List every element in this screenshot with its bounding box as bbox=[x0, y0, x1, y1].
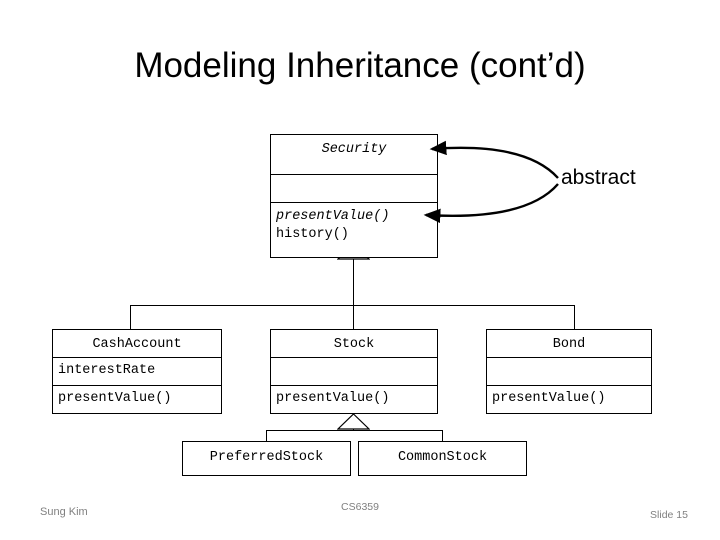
uml-operations-bond: presentValue() bbox=[487, 386, 651, 413]
generalization-stem-security bbox=[353, 258, 354, 305]
footer-author: Sung Kim bbox=[40, 506, 88, 518]
generalization-triangle-stock bbox=[337, 413, 370, 430]
page-title: Modeling Inheritance (cont’d) bbox=[134, 46, 586, 85]
footer-slide-number: Slide 15 bbox=[650, 509, 688, 521]
uml-class-security[interactable]: Security presentValue() history() bbox=[270, 134, 438, 258]
uml-attributes-stock bbox=[271, 358, 437, 386]
generalization-drop-cashaccount bbox=[130, 305, 131, 329]
uml-class-name-preferredstock: PreferredStock bbox=[209, 450, 324, 465]
uml-class-preferredstock[interactable]: PreferredStock bbox=[182, 441, 351, 476]
uml-class-name-bond: Bond bbox=[487, 330, 651, 358]
generalization-drop-stock bbox=[353, 305, 354, 329]
generalization-bus-stock bbox=[266, 430, 443, 431]
uml-class-bond[interactable]: Bond presentValue() bbox=[486, 329, 652, 414]
generalization-drop-commonstock bbox=[442, 430, 443, 441]
uml-operation-cashaccount-presentvalue: presentValue() bbox=[58, 391, 172, 406]
uml-attributes-cashaccount: interestRate bbox=[53, 358, 221, 386]
abstract-annotation-label: abstract bbox=[561, 166, 636, 189]
generalization-drop-bond bbox=[574, 305, 575, 329]
uml-operation-security-history: history() bbox=[276, 227, 349, 242]
abstract-callout-arrows bbox=[423, 140, 559, 224]
uml-class-commonstock[interactable]: CommonStock bbox=[358, 441, 527, 476]
uml-attributes-bond bbox=[487, 358, 651, 386]
generalization-drop-preferredstock bbox=[266, 430, 267, 441]
footer-course-code: CS6359 bbox=[341, 501, 379, 513]
uml-class-name-cashaccount: CashAccount bbox=[53, 330, 221, 358]
uml-operation-security-presentvalue: presentValue() bbox=[276, 209, 390, 224]
uml-attribute-cashaccount-interestrate: interestRate bbox=[58, 363, 156, 378]
uml-class-name-stock: Stock bbox=[271, 330, 437, 358]
uml-operation-bond-presentvalue: presentValue() bbox=[492, 391, 606, 406]
uml-class-cashaccount[interactable]: CashAccount interestRate presentValue() bbox=[52, 329, 222, 414]
generalization-bus-security bbox=[130, 305, 574, 306]
uml-class-name-security: Security bbox=[271, 135, 437, 175]
uml-operations-security: presentValue() history() bbox=[271, 203, 437, 257]
uml-class-name-commonstock: CommonStock bbox=[397, 450, 488, 465]
uml-operations-cashaccount: presentValue() bbox=[53, 386, 221, 413]
uml-class-stock[interactable]: Stock presentValue() bbox=[270, 329, 438, 414]
uml-attributes-security bbox=[271, 175, 437, 203]
uml-operations-stock: presentValue() bbox=[271, 386, 437, 413]
uml-operation-stock-presentvalue: presentValue() bbox=[276, 391, 390, 406]
